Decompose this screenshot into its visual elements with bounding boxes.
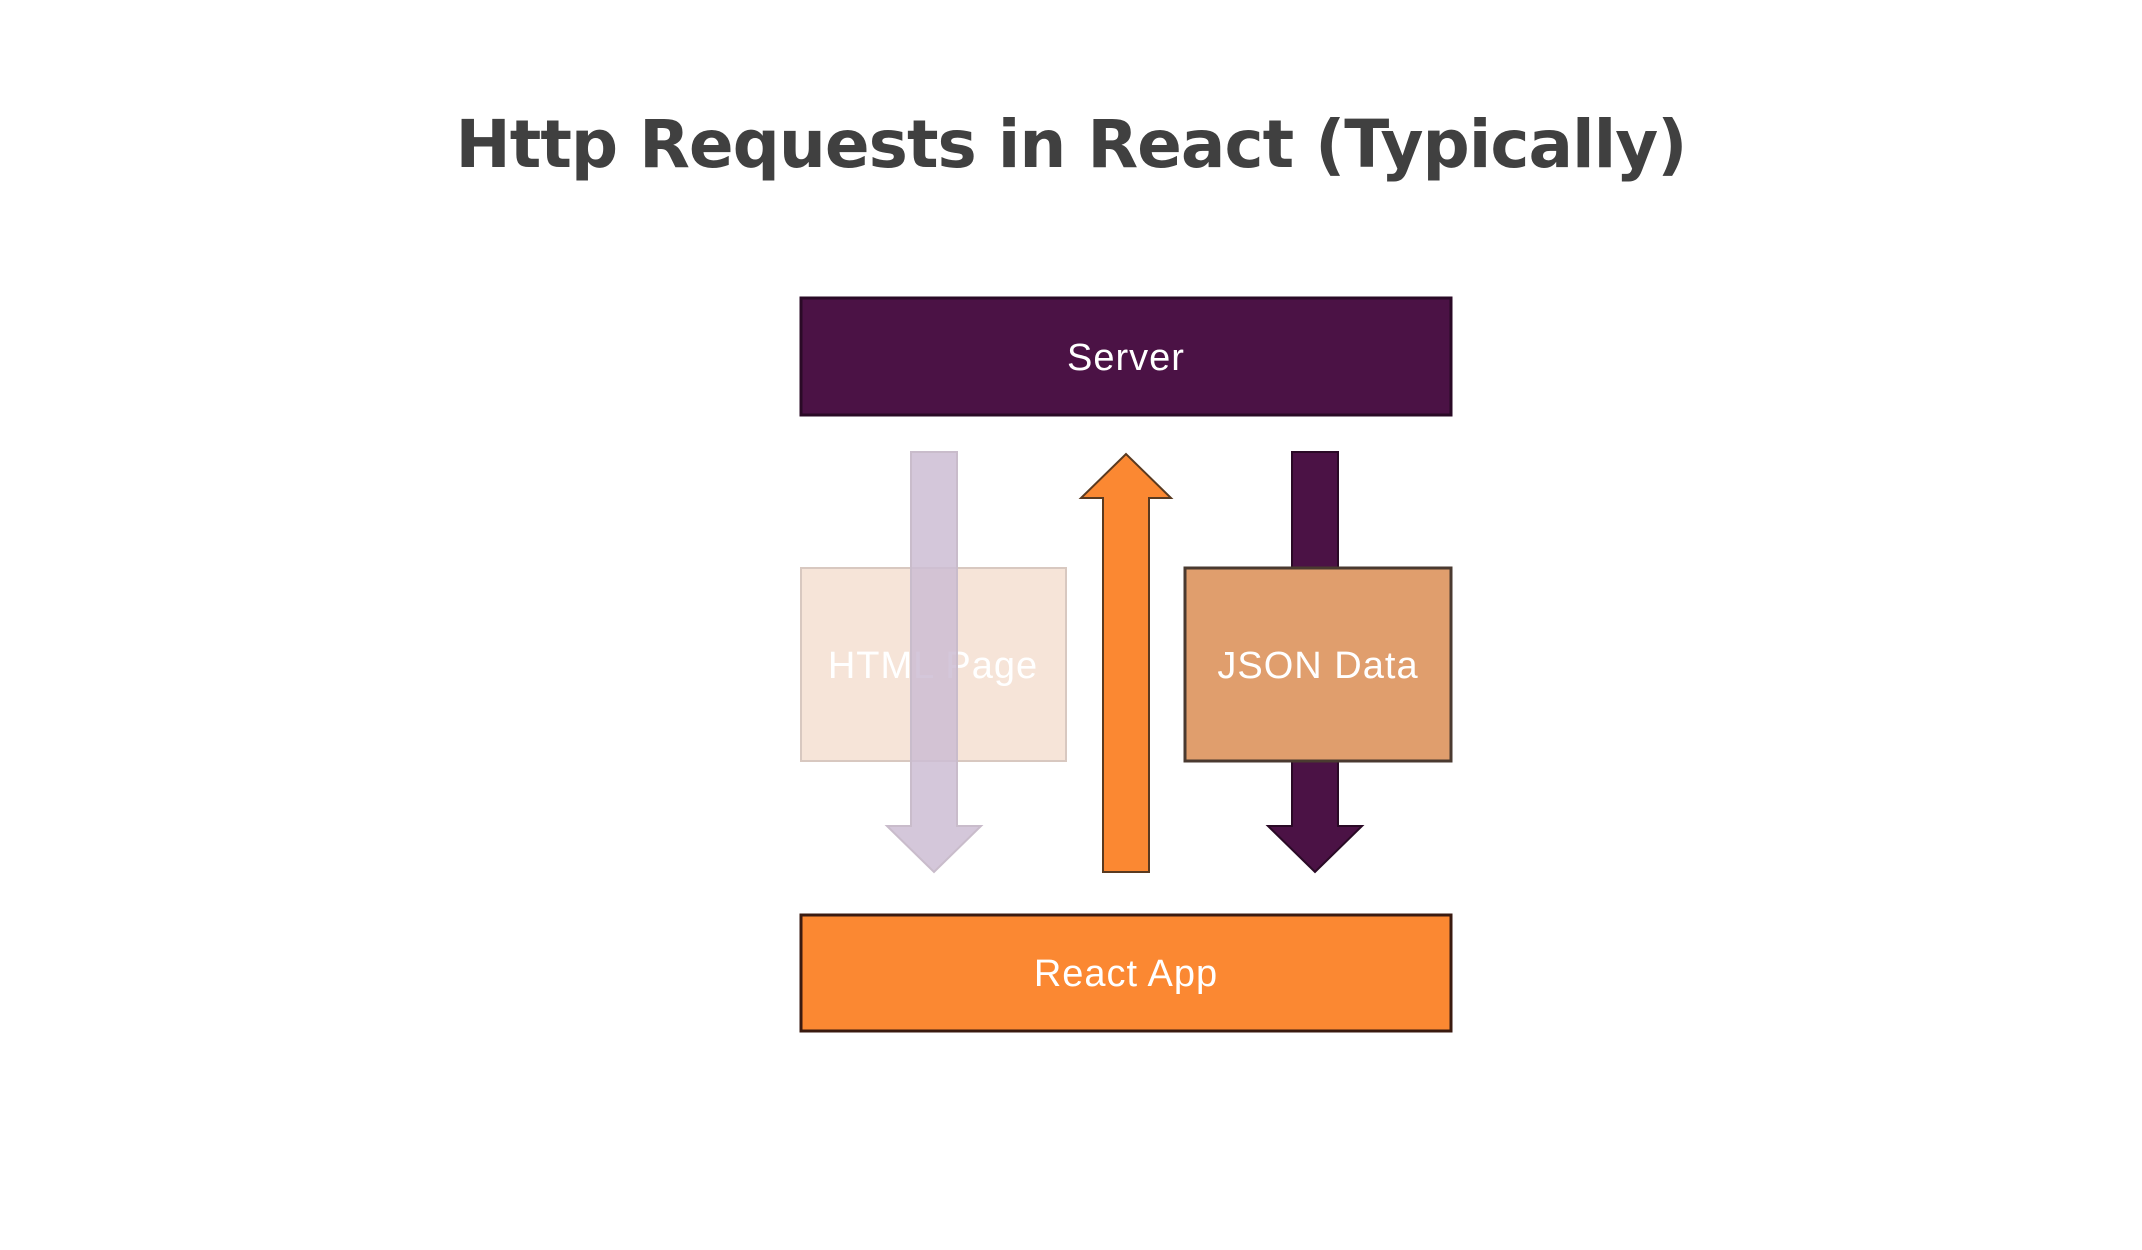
- server-box: Server: [799, 296, 1453, 417]
- slide-title: Http Requests in React (Typically): [455, 106, 1688, 183]
- react-app-box-rect: [799, 913, 1453, 1033]
- react-app-label: React App: [1034, 953, 1218, 995]
- json-data-label: JSON Data: [1217, 645, 1418, 687]
- server-box-rect: [799, 296, 1453, 417]
- server-label: Server: [1067, 337, 1185, 379]
- json-data-box: JSON Data: [1183, 566, 1453, 763]
- json-data-box-rect: [1183, 566, 1453, 763]
- html-page-down-arrow: [884, 451, 984, 874]
- request-up-arrow: [1078, 452, 1174, 873]
- react-app-box: React App: [799, 913, 1453, 1033]
